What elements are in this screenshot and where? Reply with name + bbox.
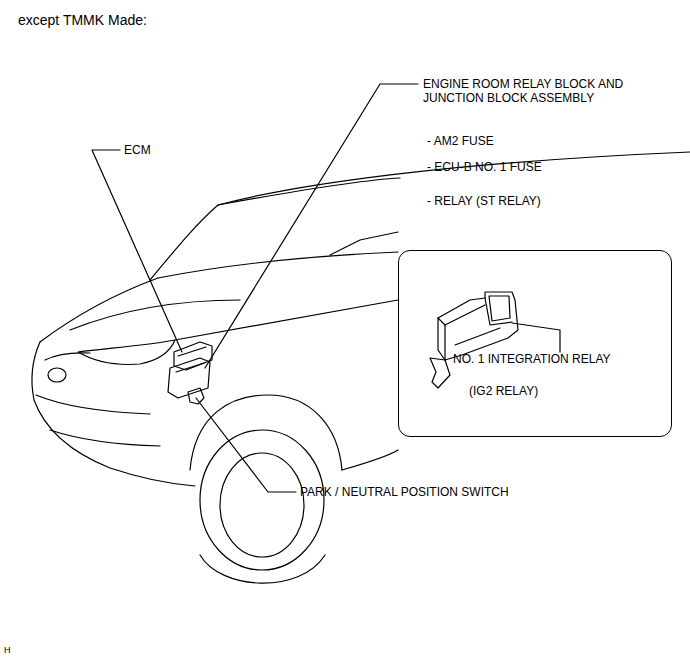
part-name: (IG2 RELAY) xyxy=(469,384,538,398)
part-name: - ECU-B NO. 1 FUSE xyxy=(427,160,542,174)
part-name: NO. 1 INTEGRATION RELAY xyxy=(453,352,611,366)
figure-code: H xyxy=(4,643,11,657)
part-name: - AM2 FUSE xyxy=(427,134,494,148)
part-name: ECM xyxy=(124,143,151,157)
heading: except TMMK Made: xyxy=(18,13,147,27)
part-name: - RELAY (ST RELAY) xyxy=(427,194,541,208)
inset-frame: NO. 1 INTEGRATION RELAY (IG2 RELAY) xyxy=(398,250,672,437)
assembly-name: ENGINE ROOM RELAY BLOCK AND JUNCTION BLO… xyxy=(423,77,673,105)
part-name: PARK / NEUTRAL POSITION SWITCH xyxy=(300,485,509,499)
